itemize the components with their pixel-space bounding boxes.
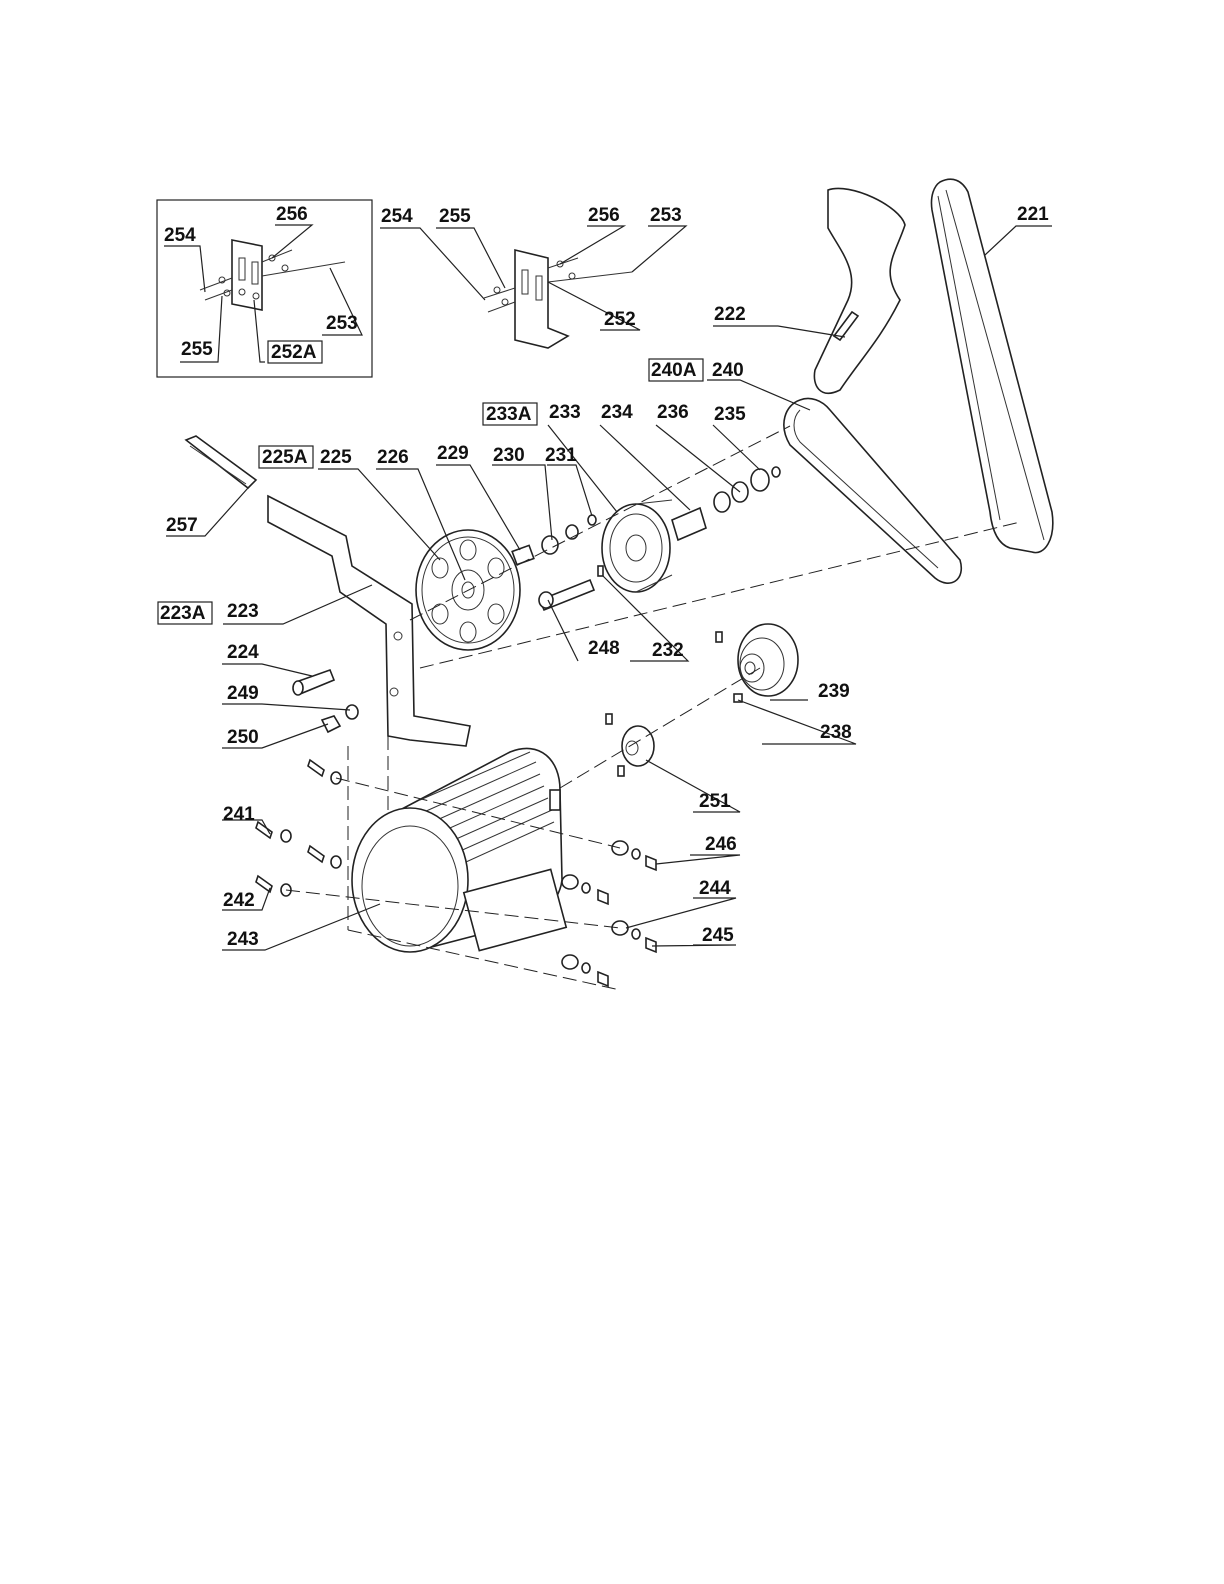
callout-245: 245 — [702, 925, 734, 946]
leader-lines — [164, 225, 1052, 950]
callout-252A: 252A — [271, 342, 317, 363]
v-belt-240 — [784, 398, 961, 583]
callout-233: 233 — [549, 402, 581, 423]
callout-225A: 225A — [262, 447, 308, 468]
bracket-252 — [484, 250, 632, 348]
callout-221: 221 — [1017, 204, 1049, 225]
callout-254: 254 — [381, 206, 413, 227]
callout-232: 232 — [652, 640, 684, 661]
callout-242: 242 — [223, 890, 255, 911]
callout-256: 256 — [588, 205, 620, 226]
callout-255-inset: 255 — [181, 339, 213, 360]
pin-224 — [293, 670, 358, 732]
pulley-251 — [606, 714, 654, 776]
callout-255: 255 — [439, 206, 471, 227]
callout-244: 244 — [699, 878, 731, 899]
callout-239: 239 — [818, 681, 850, 702]
pulley-233 — [602, 500, 672, 592]
callout-249: 249 — [227, 683, 259, 704]
callout-229: 229 — [437, 443, 469, 464]
callout-238: 238 — [820, 722, 852, 743]
callout-230: 230 — [493, 445, 525, 466]
callout-250: 250 — [227, 727, 259, 748]
callout-223A: 223A — [160, 603, 206, 624]
callout-240: 240 — [712, 360, 744, 381]
motor-pulley-239 — [716, 624, 798, 702]
callout-241: 241 — [223, 804, 255, 825]
callout-226: 226 — [377, 447, 409, 468]
callout-240A: 240A — [651, 360, 697, 381]
callout-243: 243 — [227, 929, 259, 950]
callout-248: 248 — [588, 638, 620, 659]
callout-224: 224 — [227, 642, 259, 663]
callout-253: 253 — [650, 205, 682, 226]
callout-257: 257 — [166, 515, 198, 536]
callout-231: 231 — [545, 445, 577, 466]
callout-256-inset: 256 — [276, 204, 308, 225]
callout-235: 235 — [714, 404, 746, 425]
callout-253-inset: 253 — [326, 313, 358, 334]
callout-254-inset: 254 — [164, 225, 196, 246]
callout-251: 251 — [699, 791, 731, 812]
callout-252: 252 — [604, 309, 636, 330]
callout-246: 246 — [705, 834, 737, 855]
callout-222: 222 — [714, 304, 746, 325]
key-257 — [186, 436, 256, 488]
callout-233A: 233A — [486, 404, 532, 425]
motor-243 — [352, 748, 566, 952]
callout-234: 234 — [601, 402, 633, 423]
callout-236: 236 — [657, 402, 689, 423]
callout-225: 225 — [320, 447, 352, 468]
callout-223: 223 — [227, 601, 259, 622]
